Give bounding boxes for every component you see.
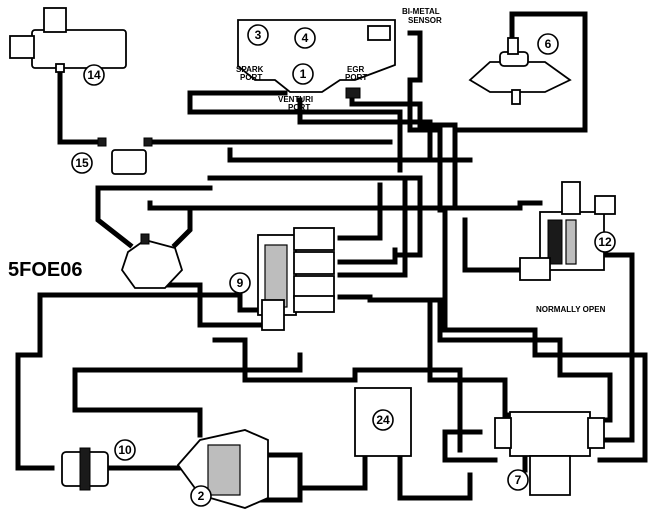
- component-6: 6: [468, 33, 572, 105]
- label-venturi-port-2: PORT: [288, 103, 310, 112]
- hose-bimetal-sensor: [407, 30, 443, 213]
- component-12: 12: [519, 181, 616, 281]
- hose-trunk-a: [227, 147, 473, 163]
- hose-to-7-c: [442, 429, 498, 463]
- callout-1: 1: [300, 67, 307, 81]
- component-24: 24: [354, 387, 412, 457]
- hose-24-bottom-right: [397, 455, 473, 501]
- callout-3: 3: [255, 28, 262, 42]
- vacuum-reservoir: [121, 233, 184, 289]
- hose-egr-port: [349, 92, 458, 208]
- labels: BI-METAL SENSOR SPARK PORT EGR PORT VENT…: [8, 7, 606, 314]
- hose-to-2-top: [72, 352, 303, 438]
- callout-7: 7: [515, 473, 522, 487]
- hose-solenoid-12-bottom: [462, 217, 528, 273]
- hose-reservoir-left: [95, 185, 213, 249]
- hose-solenoid-12-right: [592, 252, 635, 443]
- hose-trunk-c: [147, 200, 523, 211]
- label-spark-port-2: PORT: [240, 73, 262, 82]
- callout-6: 6: [545, 37, 552, 51]
- callout-15: 15: [75, 156, 89, 170]
- label-bimetal-sensor-2: SENSOR: [408, 16, 442, 25]
- hose-valve9-4: [337, 294, 613, 423]
- component-15: 15: [71, 137, 153, 175]
- label-venturi-port-1: VENTURI: [278, 95, 313, 104]
- hose-14-to-15: [57, 65, 103, 145]
- callout-10: 10: [118, 443, 132, 457]
- label-bimetal-sensor-1: BI-METAL: [402, 7, 440, 16]
- hose-2-to-7: [257, 452, 303, 503]
- figure-code: 5FOE06: [8, 259, 82, 281]
- hose-valve9-2: [337, 247, 398, 265]
- callout-4: 4: [302, 31, 309, 45]
- component-9: 9: [229, 227, 335, 331]
- hose-valve9-3: [337, 177, 408, 278]
- label-egr-port-1: EGR: [347, 65, 365, 74]
- component-7: 7: [494, 411, 605, 496]
- carburetor: 3 4 1: [237, 19, 396, 99]
- hose-valve9-1: [337, 182, 383, 241]
- label-spark-port-1: SPARK: [236, 65, 264, 74]
- component-14: 14: [9, 7, 127, 86]
- hose-to-7-a: [442, 207, 648, 463]
- hose-24-bottom-left: [297, 455, 368, 491]
- hose-left-loop: [15, 292, 268, 471]
- hose-spark-port: [297, 97, 433, 163]
- hose-24-top: [212, 337, 463, 453]
- hose-reservoir-right: [171, 205, 193, 249]
- callout-12: 12: [598, 235, 612, 249]
- callout-24: 24: [376, 413, 390, 427]
- hose-item-6: [457, 11, 588, 133]
- callout-2: 2: [198, 489, 205, 503]
- callout-14: 14: [87, 68, 101, 82]
- component-10: 10: [61, 439, 136, 491]
- component-2: 2: [176, 429, 269, 509]
- label-egr-port-2: PORT: [345, 73, 367, 82]
- label-normally-open: NORMALLY OPEN: [536, 305, 606, 314]
- hose-venturi-port: [187, 90, 403, 173]
- callout-9: 9: [237, 276, 244, 290]
